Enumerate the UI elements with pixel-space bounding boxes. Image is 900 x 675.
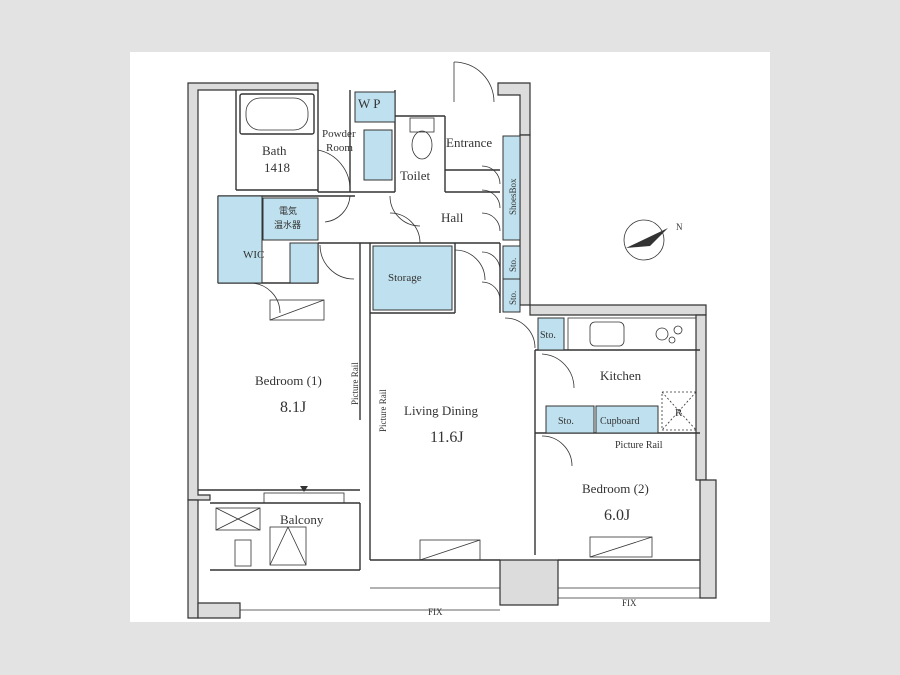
toilet-fixture [409,117,435,160]
kitchen-label: Kitchen [600,368,642,383]
picture-rail-label-2: Picture Rail [378,389,388,432]
water-heater-label-line1: 電気 [279,205,297,216]
kitchen-counter [567,317,697,351]
bath-size-label: 1418 [264,160,290,175]
water-heater-label-line2: 温水器 [274,219,301,230]
toilet-label: Toilet [400,168,431,183]
cupboard-label: Cupboard [600,416,639,427]
powder-room-label-line1: Powder [322,128,356,140]
wic-label: WIC [243,249,264,261]
bedroom2-label: Bedroom (2) [582,481,649,496]
fix-label-1: FIX [428,607,443,617]
living-dining-size-label: 11.6J [430,429,464,446]
room-labels: Bath 1418 W P Powder Room Toilet Entranc… [243,96,683,617]
powder-room-label-line2: Room [326,142,353,154]
fixtures [217,91,659,434]
compass-icon: N [623,219,683,261]
storage-label: Storage [388,272,422,284]
sto-label-2: Sto. [508,291,518,305]
outer-walls [187,82,717,619]
refrigerator-space [661,391,697,431]
window-symbols [215,299,653,567]
balcony-label: Balcony [280,512,324,527]
entrance-label: Entrance [446,135,492,150]
shoes-box-label: ShoesBox [508,178,518,215]
sto-bedroom2-label: Sto. [558,416,574,427]
picture-rail-label-1: Picture Rail [350,362,360,405]
bedroom2-size-label: 6.0J [604,507,630,524]
living-dining-label: Living Dining [404,403,479,418]
hall-label: Hall [441,210,464,225]
compass-north-label: N [676,222,683,232]
bath-label: Bath [262,143,287,158]
bathtub [239,93,315,135]
bedroom1-size-label: 8.1J [280,399,306,416]
sto-kitchen-label: Sto. [540,330,556,341]
refrigerator-label: R [675,407,683,419]
door-swings [249,61,575,467]
bedroom1-label: Bedroom (1) [255,373,322,388]
picture-rail-label-3: Picture Rail [615,440,663,451]
wp-label: W P [358,96,381,111]
sto-label-1: Sto. [508,258,518,272]
fix-label-2: FIX [622,598,637,608]
